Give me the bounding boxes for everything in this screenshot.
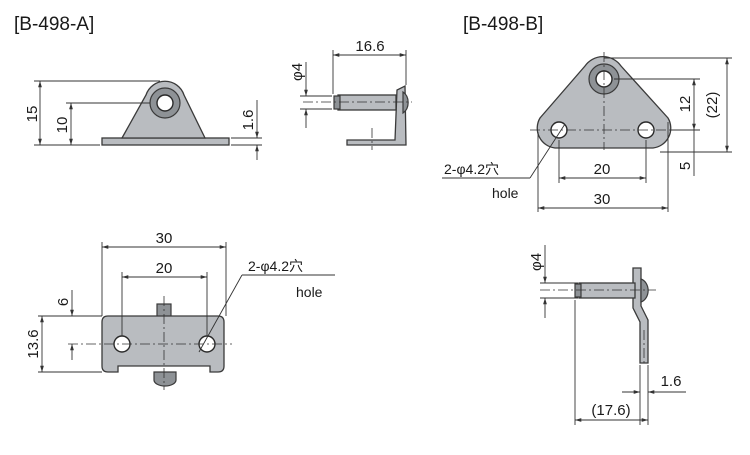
dim-b-side-1-6: 1.6 [661, 373, 682, 390]
a-front-view: 15 10 1.6 [24, 80, 262, 160]
a-top-hole-callout-en: hole [296, 284, 323, 300]
b-front-hole-callout: 2-φ4.2穴 [444, 161, 499, 177]
dim-a-top-30: 30 [156, 230, 173, 247]
dim-b-front-20: 20 [594, 161, 611, 178]
a-front-base-plate [101, 137, 230, 146]
dim-b-front-12: 12 [677, 96, 694, 113]
a-side-pin [337, 94, 397, 111]
dim-a-top-6: 6 [55, 298, 72, 306]
a-side-bracket [346, 84, 407, 146]
dim-a-top-13-6: 13.6 [25, 329, 42, 358]
b-side-view: φ4 1.6 (17.6) [528, 245, 686, 425]
dim-a-front-15: 15 [24, 106, 41, 123]
dim-a-front-10: 10 [54, 117, 71, 134]
a-side-pin-head [402, 90, 409, 115]
title-b498b: [B-498-B] [463, 14, 543, 35]
dim-b-side-phi4: φ4 [528, 253, 545, 271]
dim-b-front-22: (22) [704, 92, 721, 119]
b-side-pin-tip [574, 283, 582, 298]
title-b498a: [B-498-A] [14, 14, 94, 35]
b-side-pin-head [640, 278, 649, 303]
b-front-hole-callout-en: hole [492, 185, 519, 201]
dim-a-front-1-6: 1.6 [240, 110, 257, 131]
dim-b-side-17-6: (17.6) [591, 402, 630, 419]
b-front-view: 12 (22) 5 20 30 2-φ4.2穴 hole [442, 52, 732, 212]
a-side-view: 16.6 φ4 [289, 38, 412, 150]
a-top-hole-callout: 2-φ4.2穴 [248, 258, 303, 274]
a-side-pin-tip [333, 95, 341, 110]
dim-b-front-5: 5 [677, 162, 694, 170]
dim-a-side-16-6: 16.6 [355, 38, 384, 55]
a-top-view: 30 20 6 13.6 2-φ4.2穴 hole [25, 230, 335, 390]
a-front-pin-hole [156, 94, 174, 112]
dim-a-top-20: 20 [156, 260, 173, 277]
dim-b-front-30: 30 [594, 191, 611, 208]
dim-a-side-phi4: φ4 [289, 63, 306, 81]
b-side-pin [578, 282, 636, 299]
a-top-boss [153, 371, 177, 387]
